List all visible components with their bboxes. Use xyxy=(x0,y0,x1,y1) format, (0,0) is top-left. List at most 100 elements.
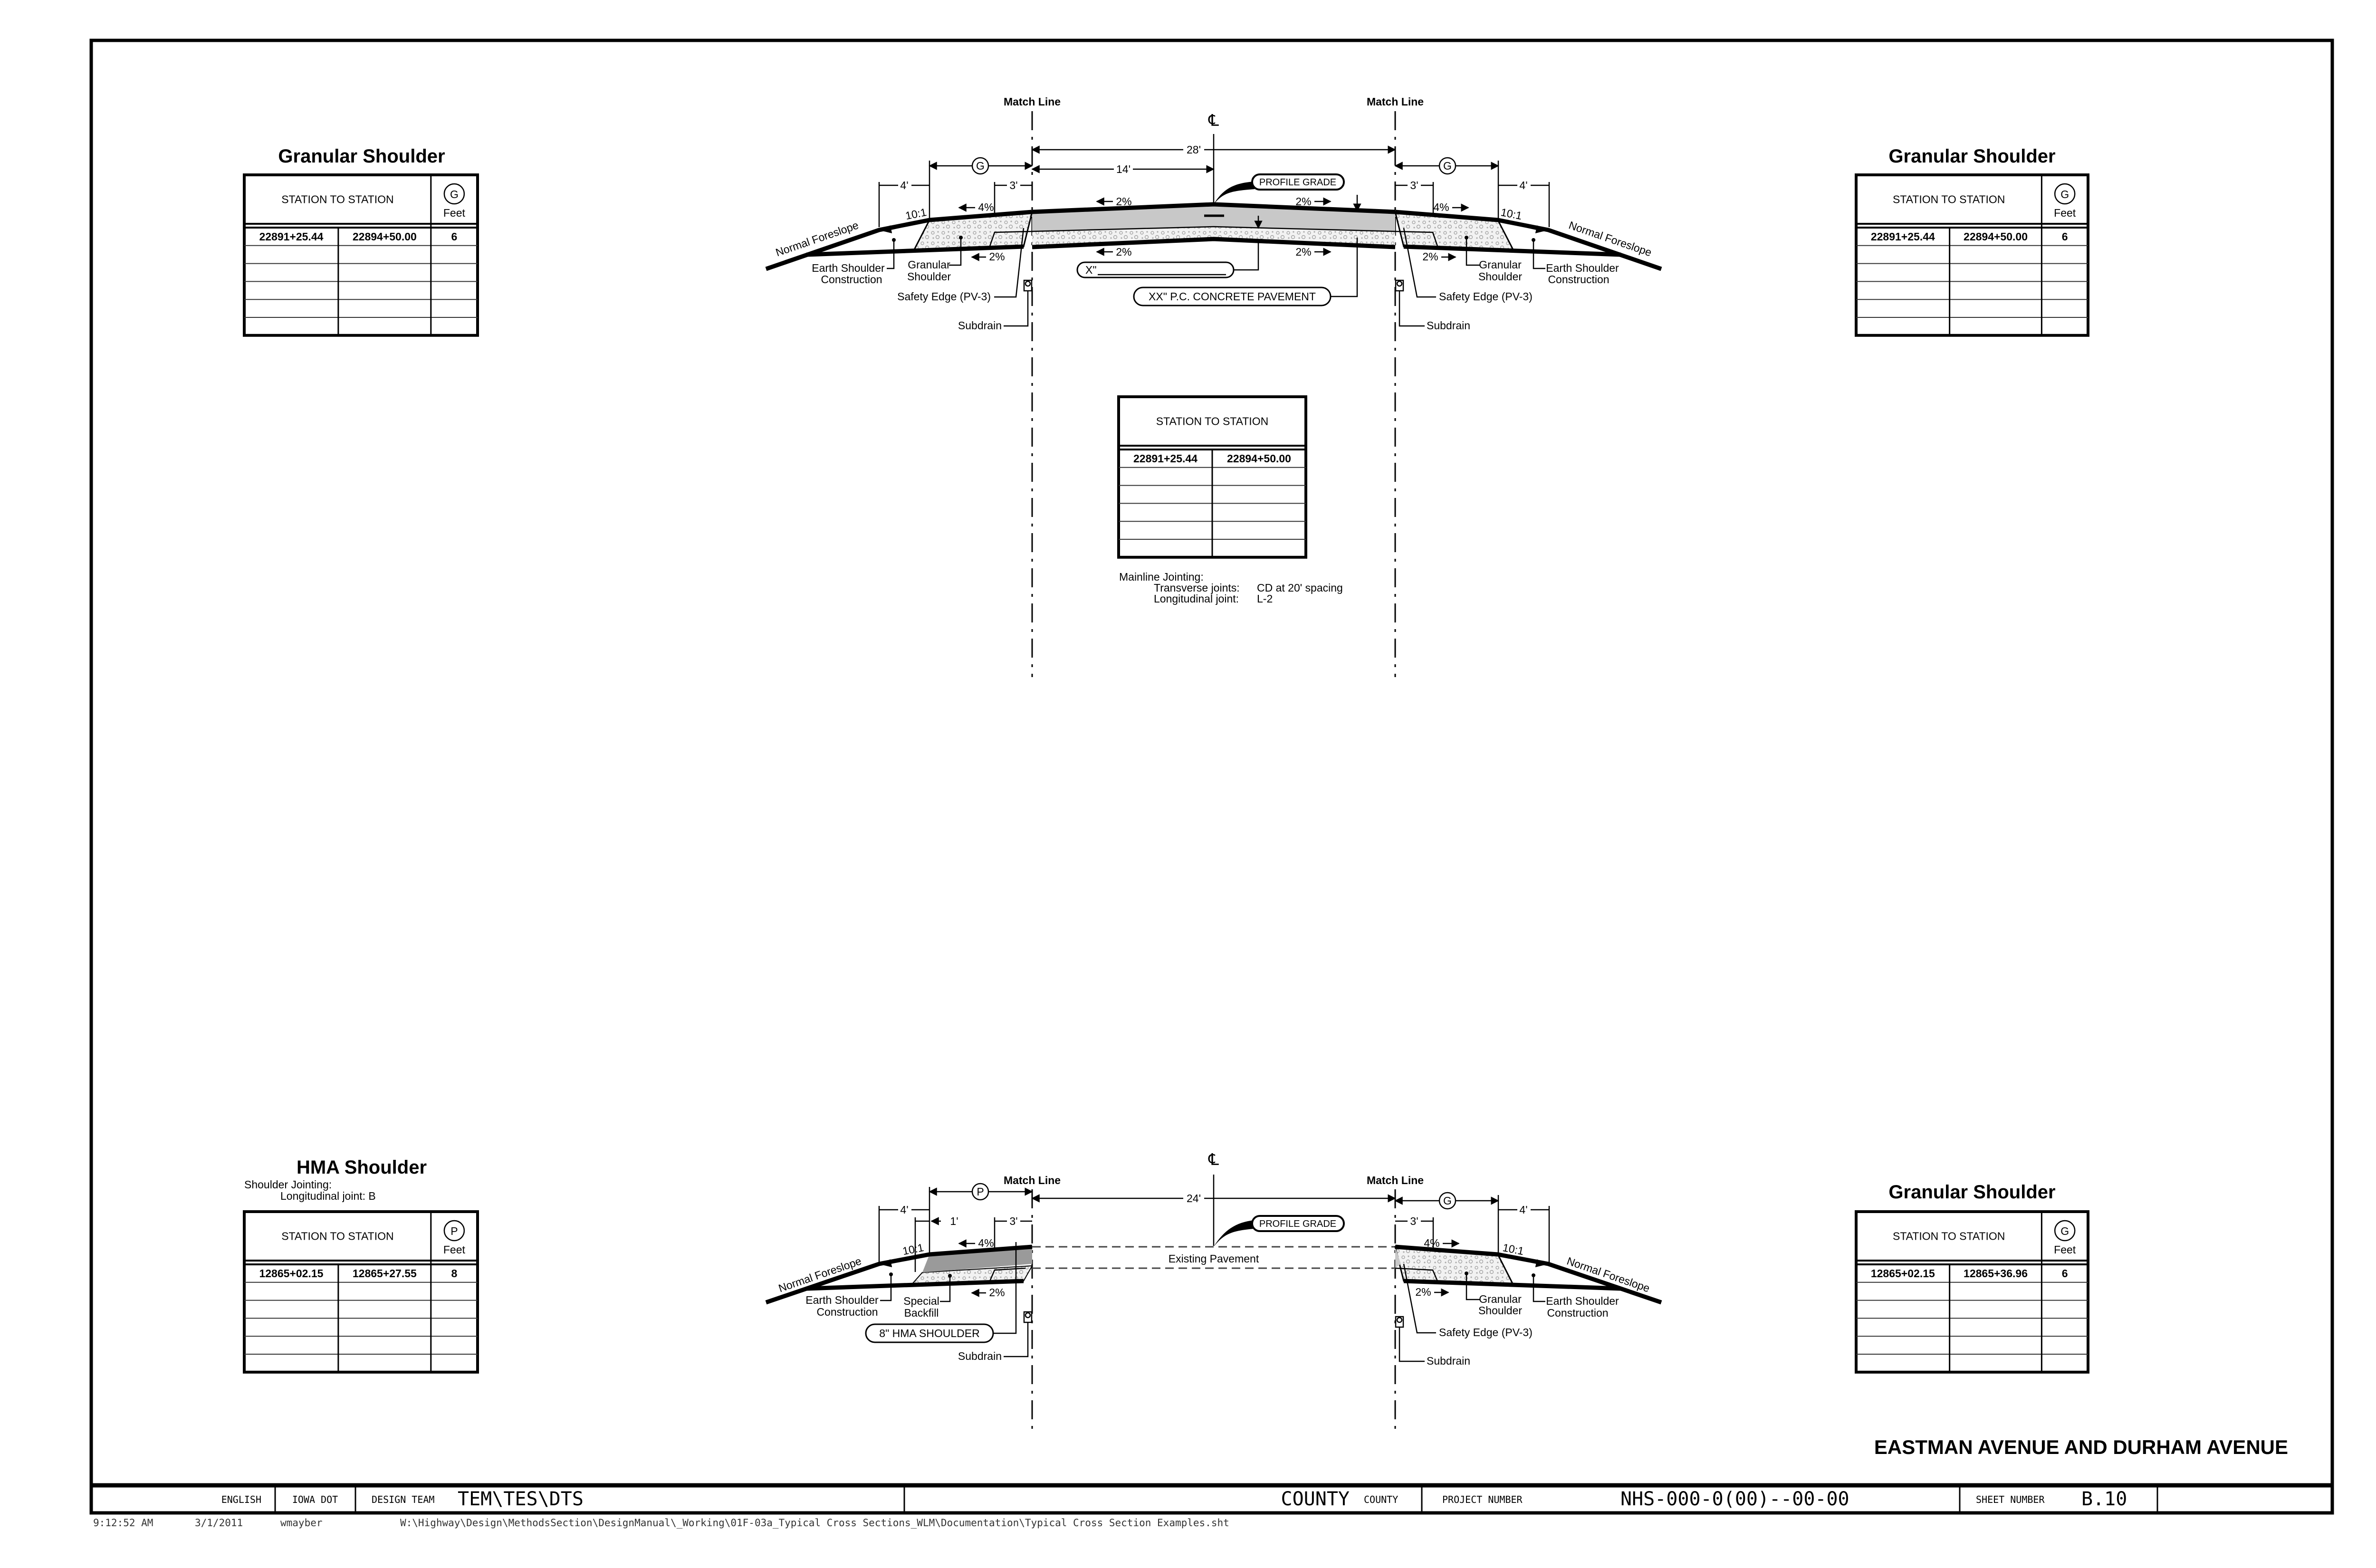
callout-subdrain: Subdrain xyxy=(1427,1355,1470,1367)
note-label: Transverse joints: xyxy=(1154,582,1240,594)
shoulder-width-symbol-icon xyxy=(443,1220,465,1242)
table-unit: Feet xyxy=(443,207,466,219)
slope-label: 4% xyxy=(1433,201,1449,213)
slope-label: 2% xyxy=(1116,246,1131,258)
table-cell: 22894+50.00 xyxy=(1227,452,1291,465)
note-value: CD at 20' spacing xyxy=(1257,582,1343,594)
shoulder-width-symbol-icon xyxy=(1438,157,1456,175)
table-symbol: P xyxy=(450,1225,458,1237)
profile-grade-label: PROFILE GRADE xyxy=(1259,177,1336,188)
table-symbol: G xyxy=(2060,1225,2069,1237)
table-cell: 6 xyxy=(451,230,458,243)
dim-total: 24' xyxy=(1187,1192,1201,1205)
title-block: ENGLISH IOWA DOT DESIGN TEAM TEM\TES\DTS… xyxy=(91,1483,2332,1513)
profile-grade-callout xyxy=(1251,173,1345,191)
dim-total: 28' xyxy=(1187,143,1201,156)
table-unit: Feet xyxy=(443,1243,466,1256)
dim-label: 3' xyxy=(1410,1215,1418,1227)
plot-user: wmayber xyxy=(280,1517,323,1529)
table-cell: 22891+25.44 xyxy=(259,230,323,243)
table-header: STATION TO STATION xyxy=(1893,1230,2005,1243)
design-team-value: TEM\TES\DTS xyxy=(458,1488,584,1510)
subdrain-icon xyxy=(1023,1311,1033,1323)
dim-label: 4' xyxy=(900,179,908,191)
table-header: STATION TO STATION xyxy=(281,1230,393,1243)
slope-label: 4% xyxy=(1424,1237,1439,1249)
callout-granular-shoulder: Shoulder xyxy=(907,270,951,283)
table-border xyxy=(243,1210,479,1374)
table-border xyxy=(1855,1210,2089,1374)
design-team-label: DESIGN TEAM xyxy=(372,1494,434,1505)
dim-label: 4' xyxy=(1519,179,1527,191)
existing-pavement-label: Existing Pavement xyxy=(1169,1252,1259,1265)
sheet-number-value: B.10 xyxy=(2081,1488,2127,1510)
pavement-label: XX" P.C. CONCRETE PAVEMENT xyxy=(1149,290,1316,303)
profile-grade-arrow-icon xyxy=(1214,182,1255,204)
callout-special-backfill: Special xyxy=(903,1295,939,1307)
slope-label: 2% xyxy=(989,1286,1005,1299)
callout-granular-shoulder: Shoulder xyxy=(1478,1304,1522,1317)
table-cell: 6 xyxy=(2062,230,2068,243)
sheet-number-label: SHEET NUMBER xyxy=(1976,1494,2045,1505)
callout-earth-shoulder: Earth Shoulder xyxy=(812,262,885,274)
match-line-label: Match Line xyxy=(1004,96,1061,108)
table-note: Longitudinal joint: B xyxy=(280,1190,376,1202)
match-line-label: Match Line xyxy=(1004,1174,1061,1186)
dim-half: 14' xyxy=(1116,163,1131,175)
table-header: STATION TO STATION xyxy=(1893,193,2005,206)
subdrain-icon xyxy=(1395,279,1404,292)
plot-file-path: W:\Highway\Design\MethodsSection\DesignM… xyxy=(400,1517,1229,1529)
plot-info: 9:12:52 AM 3/1/2011 wmayber W:\Highway\D… xyxy=(93,1517,1229,1529)
shoulder-width-symbol-icon xyxy=(443,183,465,205)
callout-earth-shoulder: Construction xyxy=(1547,1307,1608,1319)
dim-label: 4' xyxy=(900,1204,908,1216)
table-border xyxy=(243,173,479,337)
callout-subdrain: Subdrain xyxy=(958,1350,1002,1362)
callout-earth-shoulder: Earth Shoulder xyxy=(1546,262,1619,274)
table-cell: 12865+36.96 xyxy=(1964,1267,2028,1280)
note-label: Longitudinal joint: xyxy=(1154,593,1239,605)
table-unit: Feet xyxy=(2054,207,2076,219)
units-label: ENGLISH xyxy=(221,1494,261,1505)
table-border xyxy=(1855,173,2089,337)
plot-date: 3/1/2011 xyxy=(195,1517,243,1529)
callout-safety-edge: Safety Edge (PV-3) xyxy=(897,290,991,303)
slope-label: 2% xyxy=(1415,1286,1431,1298)
table-cell: 12865+27.55 xyxy=(353,1267,417,1280)
slope-label: 2% xyxy=(989,250,1005,263)
symbol-letter: G xyxy=(976,160,985,172)
dim-label: 3' xyxy=(1009,179,1017,191)
callout-granular-shoulder: Granular xyxy=(1479,1293,1522,1305)
dim-label: 1' xyxy=(950,1215,958,1227)
bottom-cross-section: ℄ Match Line Match Line 24' P G 4' 1' 3'… xyxy=(765,1151,1662,1433)
slope-label: 2% xyxy=(1422,250,1438,263)
thickness-label: X" xyxy=(1085,264,1097,276)
project-number-label: PROJECT NUMBER xyxy=(1442,1494,1523,1505)
shoulder-width-symbol-icon xyxy=(971,157,989,175)
concrete-pavement xyxy=(1032,204,1395,231)
table-title: HMA Shoulder xyxy=(297,1157,427,1178)
slope-label: 4% xyxy=(978,201,994,213)
table-header: STATION TO STATION xyxy=(1156,415,1268,428)
callout-earth-shoulder: Construction xyxy=(821,273,882,286)
table-symbol: G xyxy=(450,188,459,201)
match-line-label: Match Line xyxy=(1367,96,1424,108)
table-symbol: G xyxy=(2060,188,2069,201)
sheet-border xyxy=(89,38,2334,1515)
sheet-title: EASTMAN AVENUE AND DURHAM AVENUE xyxy=(1874,1436,2288,1458)
dim-label: 3' xyxy=(1009,1215,1017,1227)
table-unit: Feet xyxy=(2054,1243,2076,1256)
centerline-symbol: ℄ xyxy=(1208,112,1219,130)
dim-label: 4' xyxy=(1519,1204,1527,1216)
slope-label: 2% xyxy=(1116,195,1131,208)
table-title: Granular Shoulder xyxy=(278,146,445,167)
table-note: Shoulder Jointing: xyxy=(244,1178,332,1191)
